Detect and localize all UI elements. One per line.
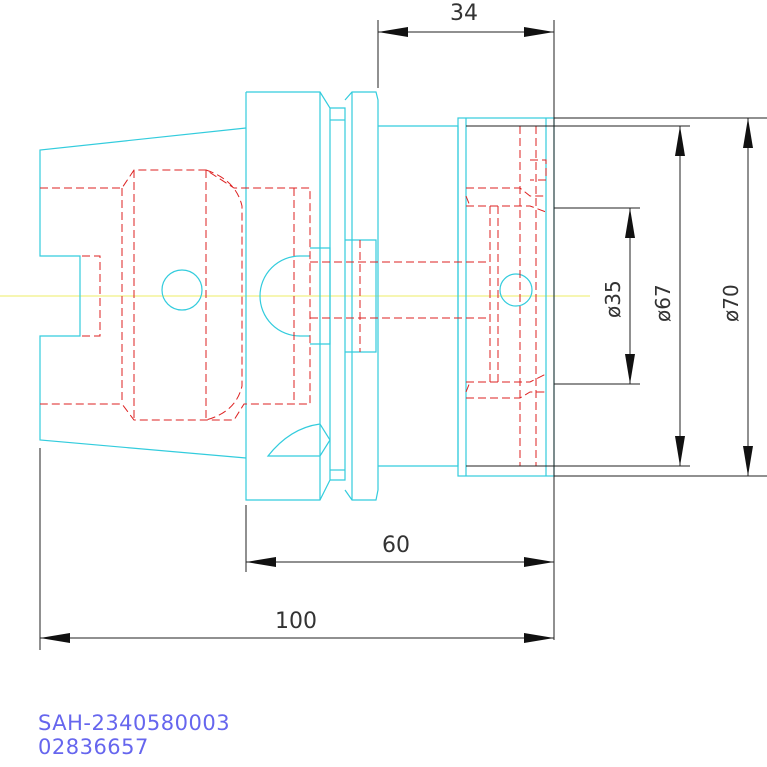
dim-34-label: 34 (450, 1, 478, 26)
dim-dia67-label: ø67 (651, 284, 675, 322)
part-code-block: SAH-2340580003 02836657 (38, 711, 230, 759)
right-bore-circle (499, 273, 533, 307)
part-number: 02836657 (38, 735, 149, 759)
dim-dia70-label: ø70 (719, 284, 743, 322)
part-outline (39, 91, 555, 501)
part-code: SAH-2340580003 (38, 711, 231, 735)
dimension-lines (39, 20, 767, 650)
dim-dia35-label: ø35 (601, 280, 625, 318)
dim-100-label: 100 (275, 609, 317, 634)
left-bore-circle (161, 269, 203, 311)
dim-60-label: 60 (382, 533, 410, 558)
